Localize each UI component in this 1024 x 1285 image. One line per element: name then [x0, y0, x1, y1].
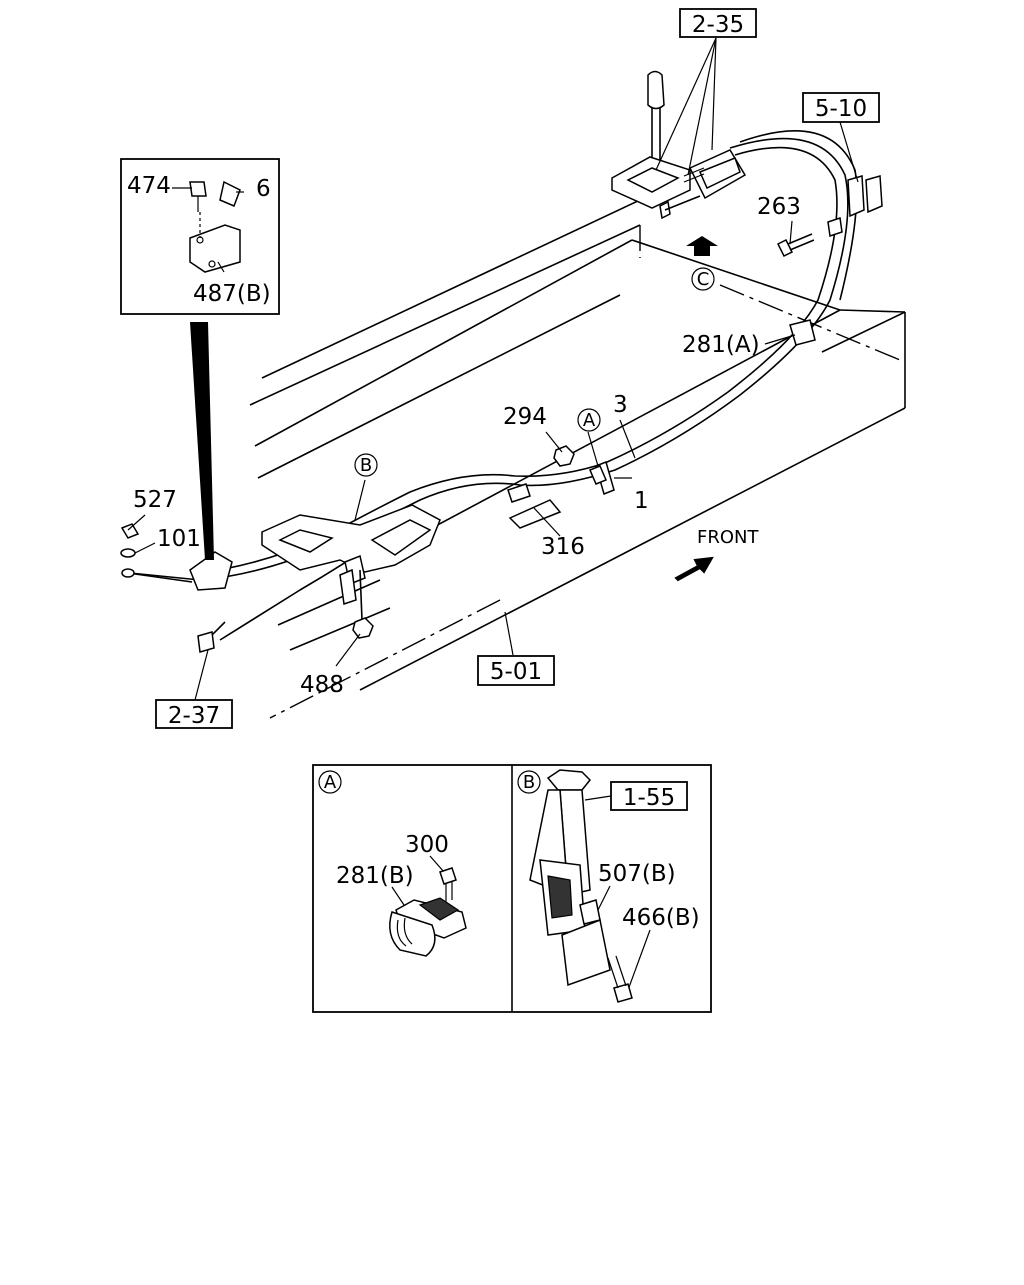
lower-bracket-assembly [261, 504, 441, 621]
label-507b: 507(B) [598, 861, 676, 887]
label-3: 3 [613, 392, 628, 418]
callout-c-main: C [691, 267, 715, 291]
inset-leader-arrow [190, 322, 214, 560]
svg-text:B: B [360, 455, 372, 476]
callout-a-detail: A [324, 772, 337, 793]
cable-clips [507, 217, 843, 503]
label-466b: 466(B) [622, 905, 700, 931]
detail-a-panel: A 300 281(B) [318, 770, 467, 957]
label-front: FRONT [697, 527, 759, 548]
svg-text:5-10: 5-10 [815, 96, 867, 122]
label-101: 101 [157, 526, 201, 552]
svg-text:2-37: 2-37 [168, 703, 220, 729]
nut-294 [553, 445, 575, 467]
svg-text:2-35: 2-35 [692, 12, 744, 38]
svg-text:A: A [583, 410, 596, 431]
label-527: 527 [133, 487, 177, 513]
label-281b: 281(B) [336, 863, 414, 889]
detail-b-panel: B 1-55 507(B) 466(B) [517, 769, 700, 1003]
inset-box-top-left [120, 158, 280, 315]
label-300: 300 [405, 832, 449, 858]
label-316: 316 [541, 534, 585, 560]
front-arrow-icon [674, 556, 714, 582]
shift-lever-assembly [611, 70, 747, 220]
label-1: 1 [634, 488, 649, 514]
ref-1-55: 1-55 [623, 785, 675, 811]
label-474: 474 [127, 173, 171, 199]
ref-5-01: 5-01 [477, 655, 555, 686]
label-263: 263 [757, 194, 801, 220]
label-6: 6 [256, 176, 271, 202]
floor-panel [249, 199, 906, 719]
svg-text:5-01: 5-01 [490, 659, 542, 685]
nut-488 [352, 617, 374, 639]
bracket-5-10 [847, 175, 883, 218]
ref-5-10: 5-10 [802, 92, 880, 123]
arrow-c-icon [686, 236, 718, 256]
ref-2-37: 2-37 [155, 699, 233, 729]
bracket-316 [508, 499, 562, 529]
label-488: 488 [300, 672, 344, 698]
bolt-263 [776, 233, 815, 258]
label-487b: 487(B) [193, 281, 271, 307]
left-end-bracket [120, 523, 233, 653]
label-281a: 281(A) [682, 332, 760, 358]
callout-b-main: B [354, 453, 378, 477]
leader-lines [127, 37, 859, 701]
callout-b-detail: B [523, 772, 535, 793]
svg-text:C: C [697, 269, 710, 290]
label-294: 294 [503, 404, 547, 430]
ref-2-35: 2-35 [679, 8, 757, 38]
callout-a-main: A [577, 408, 601, 432]
